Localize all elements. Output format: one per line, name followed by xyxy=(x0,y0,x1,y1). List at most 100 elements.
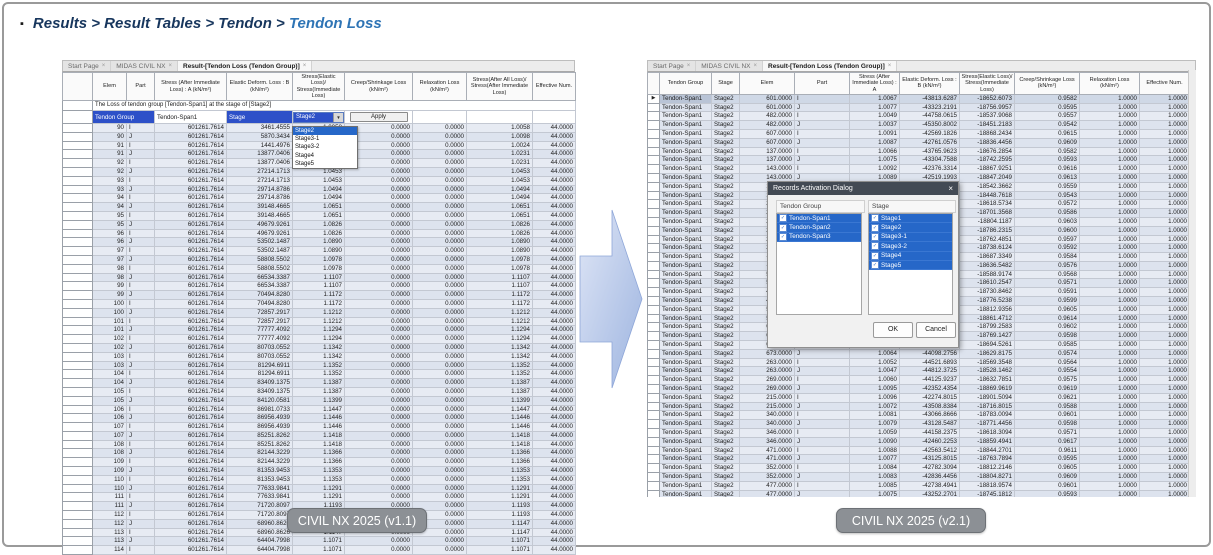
table-cell[interactable]: -18610.2547 xyxy=(959,278,1015,289)
table-cell[interactable]: I xyxy=(126,439,155,450)
row-header-cell[interactable] xyxy=(647,260,660,271)
table-cell[interactable]: 471.0000 xyxy=(739,445,795,456)
table-cell[interactable]: 1.0000 xyxy=(1079,155,1140,166)
table-cell[interactable]: -18763.7894 xyxy=(959,454,1015,465)
table-cell[interactable]: 1.0000 xyxy=(1139,287,1190,298)
table-cell[interactable]: 0.0000 xyxy=(412,395,467,406)
table-cell[interactable]: 1.0000 xyxy=(1079,489,1140,497)
table-cell[interactable]: 44.0000 xyxy=(532,439,576,450)
table-cell[interactable]: 1.0077 xyxy=(849,102,900,113)
table-cell[interactable]: I xyxy=(794,375,850,386)
table-cell[interactable]: 90 xyxy=(92,131,127,142)
table-cell[interactable]: 0.0000 xyxy=(412,263,467,274)
table-cell[interactable]: Tendon-Span1 xyxy=(659,164,712,174)
table-cell[interactable]: 1.0000 xyxy=(1079,392,1140,403)
table-cell[interactable]: 1.1447 xyxy=(292,404,345,415)
table-cell[interactable]: 95 xyxy=(92,219,127,230)
table-cell[interactable]: -42836.4456 xyxy=(899,472,960,482)
row-header-cell[interactable] xyxy=(647,181,660,192)
table-cell[interactable]: 29714.8786 xyxy=(226,184,293,195)
table-cell[interactable]: 1.0000 xyxy=(1139,366,1190,377)
table-cell[interactable]: 1.0000 xyxy=(1139,419,1190,430)
table-cell[interactable]: 109 xyxy=(92,457,127,468)
row-header-cell[interactable] xyxy=(62,413,93,424)
close-icon[interactable]: × xyxy=(753,63,757,69)
table-cell[interactable]: Tendon-Span1 xyxy=(659,208,712,218)
table-cell[interactable]: Tendon-Span1 xyxy=(659,102,712,113)
table-cell[interactable]: 0.0000 xyxy=(344,360,413,371)
table-cell[interactable]: 1.1418 xyxy=(292,430,345,441)
row-header-cell[interactable] xyxy=(647,436,660,447)
table-cell[interactable]: J xyxy=(794,419,850,430)
table-cell[interactable]: 0.0000 xyxy=(412,325,467,336)
table-cell[interactable]: 93 xyxy=(92,175,127,186)
table-cell[interactable]: Stage2 xyxy=(711,278,740,289)
table-cell[interactable]: 601261.7614 xyxy=(154,298,227,309)
row-header-cell[interactable] xyxy=(647,234,660,245)
close-icon[interactable]: × xyxy=(686,63,691,69)
table-cell[interactable]: I xyxy=(794,128,850,139)
table-cell[interactable]: I xyxy=(126,210,155,221)
table-cell[interactable]: 0.0000 xyxy=(344,210,413,221)
table-cell[interactable]: 607.0000 xyxy=(739,128,795,139)
stage-option[interactable]: Stage5 xyxy=(295,160,315,167)
table-cell[interactable]: 0.0000 xyxy=(344,492,413,503)
table-cell[interactable]: Tendon-Span1 xyxy=(659,331,712,342)
table-cell[interactable]: 86981.0733 xyxy=(226,404,293,415)
table-cell[interactable]: 1.0000 xyxy=(1139,348,1190,359)
table-cell[interactable]: -18861.4712 xyxy=(959,313,1015,324)
row-header-cell[interactable] xyxy=(647,278,660,289)
table-cell[interactable]: 1.0000 xyxy=(1139,93,1190,104)
table-cell[interactable]: 1.1353 xyxy=(466,466,533,476)
row-header-cell[interactable] xyxy=(62,100,93,111)
table-cell[interactable]: 601261.7614 xyxy=(154,237,227,248)
table-cell[interactable]: 601261.7614 xyxy=(154,395,227,406)
table-cell[interactable]: 44.0000 xyxy=(532,501,576,512)
table-cell[interactable]: 94 xyxy=(92,193,127,204)
table-cell[interactable]: Tendon-Span1 xyxy=(659,234,712,245)
table-cell[interactable]: 601261.7614 xyxy=(154,307,227,318)
table-cell[interactable]: 44.0000 xyxy=(532,325,576,336)
table-cell[interactable]: 1.1294 xyxy=(292,325,345,336)
table-cell[interactable]: 1.0000 xyxy=(1139,304,1190,315)
table-cell[interactable]: -18542.3662 xyxy=(959,181,1015,192)
checkbox-checked-icon[interactable]: ✓ xyxy=(779,232,787,241)
table-cell[interactable]: 601261.7614 xyxy=(154,518,227,529)
table-cell[interactable]: 1.0231 xyxy=(466,149,533,160)
table-cell[interactable]: 601261.7614 xyxy=(154,466,227,476)
table-cell[interactable]: J xyxy=(126,325,155,336)
table-cell[interactable]: -18836.4456 xyxy=(959,137,1015,148)
table-cell[interactable]: Stage2 xyxy=(711,225,740,236)
table-cell[interactable]: Stage2 xyxy=(711,120,740,130)
row-header-cell[interactable] xyxy=(62,110,93,124)
table-cell[interactable]: 1.1172 xyxy=(292,298,345,309)
table-cell[interactable]: 1.0000 xyxy=(1139,463,1190,474)
row-header-cell[interactable] xyxy=(62,281,93,292)
table-cell[interactable]: 64404.7998 xyxy=(226,545,293,555)
table-cell[interactable]: 44.0000 xyxy=(532,430,576,441)
table-cell[interactable]: 80703.0552 xyxy=(226,342,293,353)
table-cell[interactable]: 1.1172 xyxy=(466,290,533,300)
table-cell[interactable]: 44.0000 xyxy=(532,545,576,555)
table-cell[interactable]: 1.0085 xyxy=(849,480,900,491)
row-header-cell[interactable] xyxy=(647,463,660,474)
row-header-cell[interactable] xyxy=(62,351,93,362)
table-cell[interactable]: 0.0000 xyxy=(412,307,467,318)
table-cell[interactable]: 0.9602 xyxy=(1014,322,1080,333)
table-cell[interactable]: 85251.8262 xyxy=(226,430,293,441)
table-cell[interactable]: 0.9611 xyxy=(1014,445,1080,456)
table-cell[interactable]: 1.1291 xyxy=(466,483,533,494)
table-cell[interactable]: 477.0000 xyxy=(739,489,795,497)
row-header-cell[interactable] xyxy=(647,480,660,491)
table-cell[interactable]: 1.0000 xyxy=(1139,296,1190,306)
table-cell[interactable]: 44.0000 xyxy=(532,140,576,151)
table-cell[interactable]: 1.1342 xyxy=(292,342,345,353)
table-cell[interactable]: 601261.7614 xyxy=(154,175,227,186)
table-cell[interactable]: 0.9586 xyxy=(1014,208,1080,218)
table-cell[interactable]: 601261.7614 xyxy=(154,325,227,336)
table-cell[interactable]: 0.0000 xyxy=(412,228,467,239)
table-cell[interactable]: 94 xyxy=(92,202,127,212)
table-cell[interactable]: Stage2 xyxy=(711,181,740,192)
table-cell[interactable]: J xyxy=(126,395,155,406)
table-cell[interactable]: 0.0000 xyxy=(412,219,467,230)
